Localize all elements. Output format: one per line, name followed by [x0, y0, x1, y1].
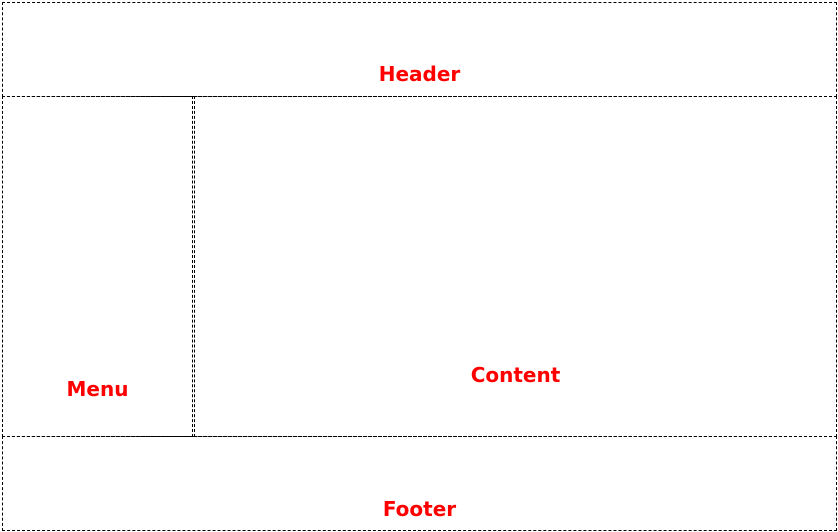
menu-region: Menu: [2, 96, 193, 437]
footer-region: Footer: [2, 436, 837, 531]
menu-label: Menu: [66, 377, 129, 401]
footer-label: Footer: [382, 497, 457, 521]
content-region: Content: [194, 96, 837, 437]
header-region: Header: [2, 2, 837, 97]
content-label: Content: [470, 363, 561, 387]
header-label: Header: [378, 62, 461, 86]
